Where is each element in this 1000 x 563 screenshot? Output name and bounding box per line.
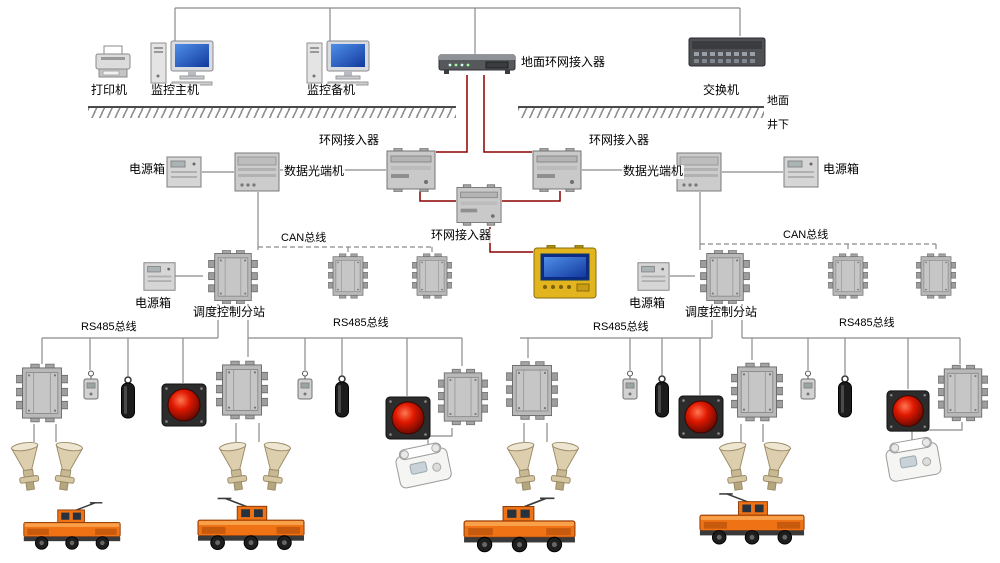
junction-box-m2-icon — [412, 252, 452, 300]
locomotive-2-icon — [196, 496, 306, 552]
cylinder-device-d-icon — [836, 375, 854, 419]
rs485-bus-4-label: RS485总线 — [838, 317, 896, 330]
junction-box-f-icon — [938, 364, 988, 422]
ring-access-left-label: 环网接入器 — [318, 133, 381, 148]
power-box-2-icon — [783, 156, 819, 188]
ring-access-center-icon — [456, 183, 502, 227]
power-box-1-label: 电源箱 — [128, 162, 167, 177]
signal-light-a-icon — [161, 383, 207, 427]
power-box-3-icon — [143, 258, 176, 295]
horn-speaker-c1-icon — [503, 438, 544, 494]
surface-ring-access-label: 地面环网接入器 — [520, 55, 607, 70]
power-box-2-label: 电源箱 — [822, 162, 861, 177]
underground-level-label: 井下 — [766, 119, 790, 132]
locomotive-3-icon — [462, 496, 577, 554]
rs485-bus-1-label: RS485总线 — [80, 321, 138, 334]
dispatch-substation-left-icon — [203, 250, 263, 304]
ground-hatch-left — [88, 106, 456, 118]
junction-box-e-icon — [731, 360, 783, 424]
power-box-4-label: 电源箱 — [628, 296, 667, 311]
cylinder-device-c-icon — [653, 375, 671, 419]
junction-box-d-icon — [506, 358, 558, 423]
can-bus-wires — [258, 243, 937, 252]
display-terminal-icon — [533, 245, 597, 300]
horn-speaker-d1-icon — [715, 438, 756, 494]
monitor-host-label: 监控主机 — [150, 83, 201, 98]
power-box-1-icon — [166, 156, 202, 188]
ethernet-switch-icon — [688, 36, 766, 68]
junction-box-m3-icon — [828, 252, 868, 300]
junction-box-m4-icon — [916, 252, 956, 300]
horn-speaker-a2-icon — [46, 438, 87, 494]
sensor-c-icon — [621, 370, 639, 400]
dispatch-substation-right-icon — [695, 250, 755, 304]
dispatch-substation-right-label: 调度控制分站 — [684, 305, 759, 320]
surface-ring-access-icon — [438, 54, 516, 75]
printer-label: 打印机 — [90, 83, 129, 98]
horn-speaker-d2-icon — [754, 438, 795, 494]
rs485-bus-3-label: RS485总线 — [592, 321, 650, 334]
horn-speaker-a1-icon — [7, 438, 48, 494]
rs485-bus-2-label: RS485总线 — [332, 317, 390, 330]
cylinder-device-a-icon — [119, 376, 137, 420]
sensor-d-icon — [799, 370, 817, 400]
junction-box-c-icon — [438, 366, 488, 428]
signal-light-d-icon — [886, 389, 930, 433]
optical-terminal-2-label: 数据光端机 — [622, 164, 685, 179]
power-box-4-icon — [637, 258, 670, 295]
optical-terminal-1-label: 数据光端机 — [283, 164, 346, 179]
signal-light-c-icon — [678, 395, 724, 439]
ring-access-center-label: 环网接入器 — [430, 228, 493, 243]
horn-speaker-c2-icon — [542, 438, 583, 494]
ring-access-left-icon — [386, 148, 436, 192]
dispatch-substation-left-label: 调度控制分站 — [192, 305, 267, 320]
junction-box-a-icon — [16, 362, 68, 424]
signal-light-b-icon — [385, 396, 431, 440]
monitor-host-icon — [150, 40, 220, 86]
horn-speaker-b2-icon — [254, 438, 295, 494]
horn-speaker-b1-icon — [215, 438, 256, 494]
monitor-backup-label: 监控备机 — [306, 83, 357, 98]
junction-box-m1-icon — [328, 252, 368, 300]
locomotive-1-icon — [22, 500, 122, 552]
locomotive-4-icon — [698, 492, 806, 546]
cylinder-device-b-icon — [333, 375, 351, 419]
power-box-3-label: 电源箱 — [134, 296, 173, 311]
junction-box-b-icon — [216, 357, 268, 423]
gray-wires — [33, 7, 963, 446]
can-bus-right-label: CAN总线 — [782, 229, 830, 242]
ground-hatch-right — [518, 106, 764, 118]
ground-level-label: 地面 — [766, 95, 790, 108]
sensor-b-icon — [296, 370, 314, 400]
ring-access-right-label: 环网接入器 — [588, 133, 651, 148]
can-bus-left-label: CAN总线 — [280, 232, 328, 245]
optical-terminal-1-icon — [234, 152, 280, 192]
monitor-backup-icon — [306, 40, 376, 86]
ring-access-right-icon — [532, 148, 582, 192]
sensor-a-icon — [82, 370, 100, 400]
printer-icon — [93, 45, 133, 83]
ethernet-switch-label: 交换机 — [702, 83, 741, 98]
